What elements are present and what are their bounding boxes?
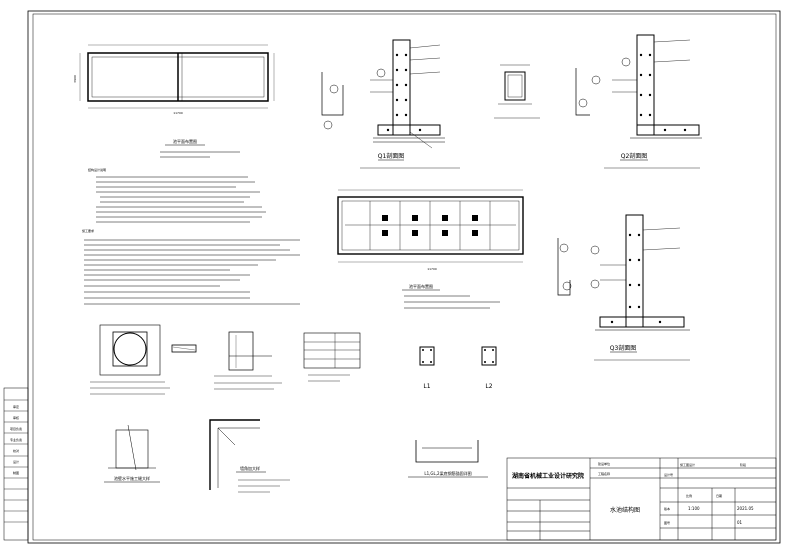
corner-rebar-detail (214, 331, 282, 390)
title-block (506, 457, 777, 541)
drawing-title: 水池结构图 (610, 506, 640, 514)
side-row-label: 项目负责 (10, 426, 22, 431)
water-stop-detail: 池壁水平施工缝大样 (104, 424, 160, 483)
title-block-text: 湖南省机械工业设计研究院 建设单位 工程名称 水池结构图 施工图设计 阶段 设计… (512, 461, 754, 525)
side-row-label: 制图 (13, 470, 19, 475)
column-detail (494, 64, 540, 119)
project-label: 工程名称 (598, 471, 610, 476)
side-row-label: 审核 (13, 415, 19, 420)
base-plan-view: 11700 池平面布置图 (337, 189, 524, 309)
l2-title: L2 (485, 383, 492, 390)
q3-section: Q3剖面图 (557, 214, 690, 361)
corner-title: 墙角加大样 (240, 465, 260, 471)
date-label: 日期 (716, 493, 722, 498)
q3-title: Q3剖面图 (610, 344, 637, 352)
base-plan-dim: 11700 (427, 267, 437, 271)
q2-section: Q2剖面图 (575, 34, 702, 169)
drawing-no-label: 设计号 (664, 472, 673, 477)
base-plan-title: 池平面布置图 (409, 283, 433, 289)
l1-title: L1 (423, 383, 430, 390)
specialty-label: 施工图设计 (680, 462, 695, 467)
construction-heading: 施工要求 (82, 228, 94, 233)
sheet-label: 图号 (664, 520, 670, 525)
top-plan-view: 11700 3900 池平面布置图 (73, 44, 275, 158)
date-value: 2021.05 (737, 506, 754, 511)
rebar-table (303, 332, 361, 382)
top-plan-dim: 11700 (173, 111, 183, 115)
version-label: 版本 (664, 506, 670, 511)
beam-l1: L1 (419, 346, 435, 390)
side-row-label: 校对 (13, 448, 19, 453)
scale-value: 1:100 (688, 506, 700, 511)
side-row-label: 设计 (13, 459, 19, 464)
institute-name: 湖南省机械工业设计研究院 (512, 472, 584, 480)
top-plan-title: 池平面布置图 (173, 138, 197, 144)
outer-frame (27, 10, 781, 544)
stage-label: 阶段 (740, 462, 746, 467)
side-row-label: 审定 (13, 404, 19, 409)
rebar-shape-1 (321, 72, 344, 130)
inner-frame (32, 13, 777, 541)
beam-l2: L2 (481, 346, 497, 390)
beam-anchor-title: L1,GL,2梁底钢筋锚固详图 (424, 470, 471, 476)
sheet-number: 01 (737, 520, 743, 525)
client-label: 建设单位 (598, 461, 610, 466)
corner-detail: 墙角加大样 (209, 419, 290, 493)
q1-title: Q1剖面图 (378, 152, 405, 160)
q1-section: Q1剖面图 (360, 39, 460, 169)
top-plan-height-dim: 3900 (73, 75, 77, 83)
q2-title: Q2剖面图 (621, 152, 648, 160)
beam-anchor-detail: L1,GL,2梁底钢筋锚固详图 (408, 440, 488, 478)
water-stop-title: 池壁水平施工缝大样 (114, 475, 150, 481)
notes-heading: 结构设计说明 (88, 167, 106, 172)
design-notes: 结构设计说明 施工要求 (82, 167, 300, 305)
scale-label: 比例 (686, 493, 692, 498)
side-row-label: 专业负责 (10, 437, 22, 442)
opening-detail (90, 324, 197, 395)
side-title-column (3, 387, 29, 541)
